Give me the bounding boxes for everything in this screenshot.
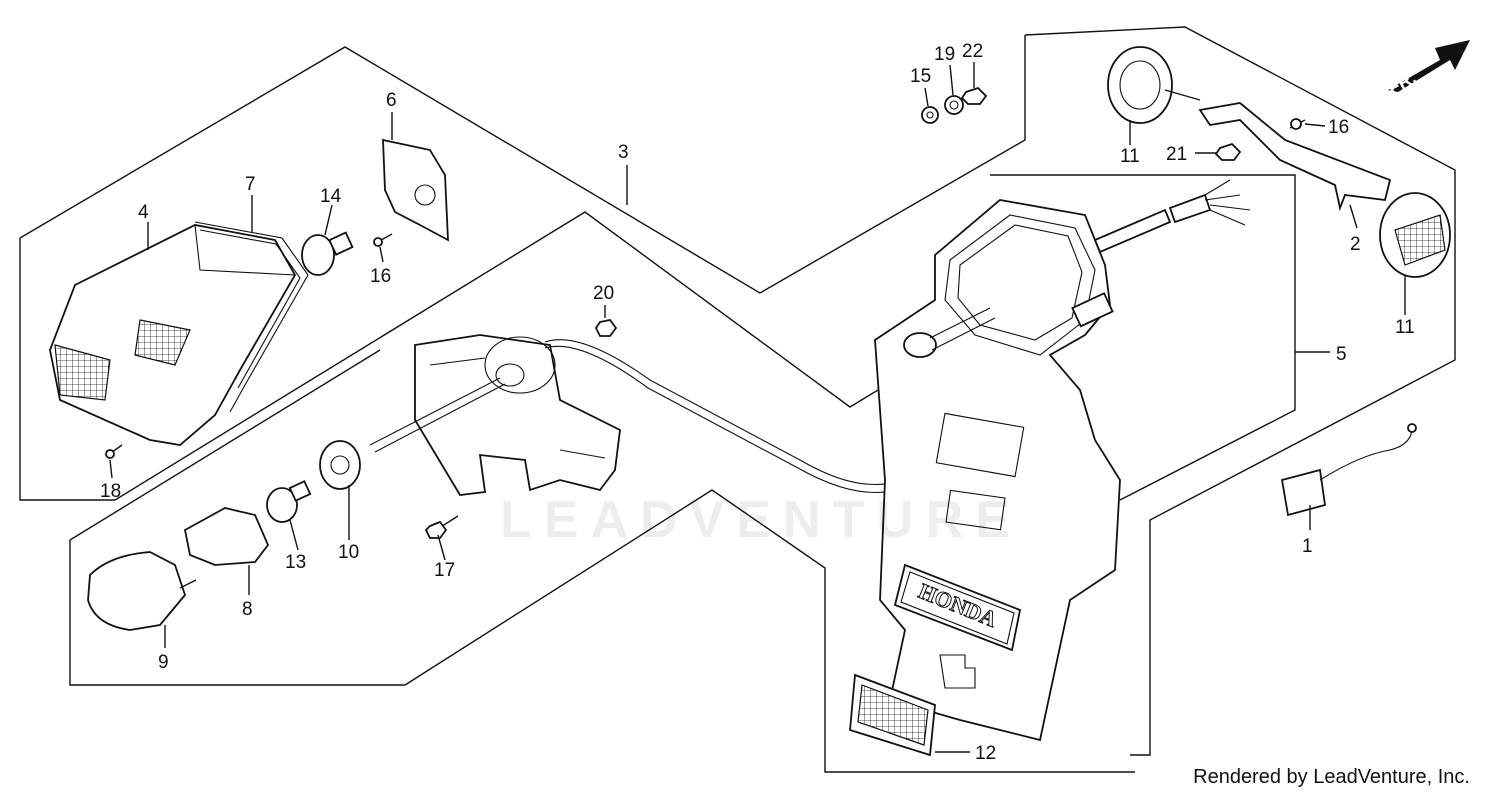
callout-11-top: 11: [1120, 146, 1140, 167]
callout-13: 13: [285, 552, 306, 573]
rear-fender-bracket[interactable]: [874, 199, 1121, 742]
lens-gasket[interactable]: [194, 221, 309, 413]
callout-4: 4: [138, 202, 149, 223]
front-marker-text: FR.: [1384, 67, 1419, 98]
screw-16-left[interactable]: [373, 233, 393, 247]
callout-10: 10: [338, 542, 359, 563]
tail-bulb[interactable]: [301, 231, 354, 276]
render-credit: Rendered by LeadVenture, Inc.: [1193, 766, 1470, 788]
group-outline-winker: [69, 349, 1135, 773]
callout-22: 22: [962, 41, 983, 62]
callout-8: 8: [242, 599, 253, 620]
callout-7: 7: [245, 174, 256, 195]
callout-16-left: 16: [370, 266, 391, 287]
callout-5: 5: [1336, 344, 1347, 365]
reflector-11-right[interactable]: [1379, 192, 1451, 278]
bolt-17[interactable]: [424, 515, 459, 539]
screw-16-right[interactable]: [1289, 118, 1306, 130]
front-direction-marker: FR.: [1384, 40, 1470, 99]
wire-connectors: [1093, 179, 1251, 254]
leader-lines: [109, 62, 1406, 753]
nut-21[interactable]: [1214, 142, 1242, 161]
group-outline-license-bracket: [990, 26, 1456, 756]
callout-20: 20: [593, 283, 614, 304]
nut-20[interactable]: [594, 319, 618, 337]
reflector-stay[interactable]: [1198, 102, 1392, 212]
winker-lens[interactable]: [87, 551, 197, 631]
harness-connector[interactable]: [1280, 423, 1417, 517]
license-bracket[interactable]: [414, 334, 621, 496]
callout-16-right: 16: [1328, 117, 1349, 138]
callout-6: 6: [386, 90, 397, 111]
callout-15: 15: [910, 66, 931, 87]
washer-15[interactable]: [921, 106, 939, 124]
callout-3: 3: [618, 142, 629, 163]
callout-18: 18: [100, 481, 121, 502]
callout-12: 12: [975, 743, 996, 764]
screw-18[interactable]: [105, 444, 123, 459]
winker-bulb[interactable]: [266, 480, 312, 523]
callout-1: 1: [1302, 536, 1313, 557]
reflector-plate[interactable]: [382, 138, 449, 242]
callout-11-right: 11: [1395, 317, 1415, 338]
callout-14: 14: [320, 186, 342, 207]
callout-19: 19: [934, 44, 955, 65]
washer-19[interactable]: [944, 95, 964, 115]
callout-9: 9: [158, 652, 169, 673]
tail-light-lens[interactable]: [49, 224, 297, 446]
nut-22[interactable]: [960, 86, 988, 105]
winker-housing[interactable]: [183, 507, 270, 566]
watermark: LEADVENTURE: [500, 491, 1023, 549]
winker-socket[interactable]: [319, 440, 361, 490]
reflector-11-top[interactable]: [1107, 46, 1201, 124]
rear-reflector[interactable]: [849, 673, 936, 757]
callout-21: 21: [1166, 144, 1187, 165]
callout-labels: 1 2 3 4 5 6 7 8 9 10 11 11 12 13 14 15 1…: [100, 41, 1415, 764]
callout-2: 2: [1350, 234, 1361, 255]
callout-17: 17: [434, 560, 455, 581]
group-outline-tail-light: [19, 35, 1026, 501]
